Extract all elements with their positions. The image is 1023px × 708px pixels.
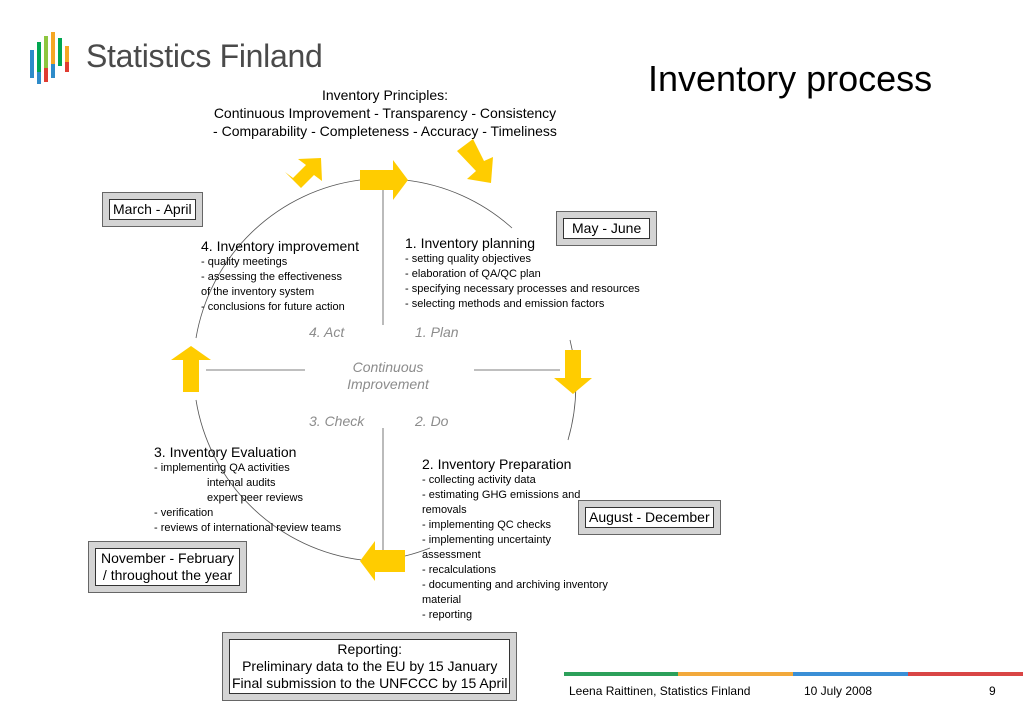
list-item: - recalculations (422, 564, 496, 576)
phase-improvement-list: - quality meetings - assessing the effec… (201, 255, 359, 315)
period-box-march-april: March - April (102, 192, 203, 227)
phase-planning: 1. Inventory planning - setting quality … (405, 235, 640, 312)
phase-planning-list: - setting quality objectives - elaborati… (405, 252, 640, 312)
footer-author: Leena Raittinen, Statistics Finland (569, 684, 751, 698)
reporting-heading: Reporting: (337, 641, 403, 657)
list-item: expert peer reviews (207, 492, 303, 504)
principles-heading: Inventory Principles: (321, 87, 449, 103)
principles-text: Inventory Principles: Continuous Improve… (190, 86, 580, 140)
arc-top-left (195, 179, 361, 339)
phase-evaluation: 3. Inventory Evaluation - implementing Q… (154, 444, 341, 536)
cycle-label-plan: 1. Plan (415, 324, 459, 340)
period-label-line-1: November - February (101, 550, 235, 566)
list-item: - verification (154, 507, 214, 519)
period-box-may-june: May - June (556, 211, 658, 246)
arrow-upper-left-diag-icon (285, 158, 322, 188)
list-item: - specifying necessary processes and res… (405, 283, 640, 295)
arc-bottom-right (404, 547, 431, 557)
phase-evaluation-list: - implementing QA activities internal au… (154, 461, 341, 536)
footer-bar-blue (793, 672, 908, 676)
principles-line-1: Continuous Improvement - Transparency - … (213, 105, 557, 121)
phase-evaluation-title: 3. Inventory Evaluation (154, 444, 297, 460)
list-item: - implementing uncertainty (422, 534, 552, 546)
footer-bar-orange (678, 672, 793, 676)
list-item: internal audits (207, 477, 276, 489)
arrow-down-right-icon (554, 350, 592, 394)
continuous-improvement-label: Continuous Improvement (330, 359, 446, 393)
list-item: removals (422, 504, 467, 516)
reporting-box: Reporting: Preliminary data to the EU by… (222, 632, 518, 701)
phase-preparation-title: 2. Inventory Preparation (422, 456, 572, 472)
arrow-bottom-left-icon (360, 541, 405, 581)
phase-planning-title: 1. Inventory planning (405, 235, 535, 251)
cycle-label-act: 4. Act (309, 324, 345, 340)
period-label-march-april: March - April (109, 199, 196, 220)
arrow-up-left-icon (171, 346, 211, 392)
list-item: of the inventory system (201, 286, 315, 298)
footer-bar-red (908, 672, 1023, 676)
statistics-finland-logo-icon (30, 32, 69, 84)
period-label-november-february: November - February / throughout the yea… (95, 548, 241, 586)
period-label-line-2: / throughout the year (102, 567, 233, 583)
footer-bar-green (564, 672, 678, 676)
footer-page-number: 9 (989, 684, 996, 698)
arc-bottom-left (195, 399, 363, 561)
list-item: - assessing the effectiveness (201, 271, 343, 283)
phase-preparation: 2. Inventory Preparation - collecting ac… (422, 456, 608, 623)
list-item: - reviews of international review teams (154, 522, 342, 534)
phase-preparation-list: - collecting activity data - estimating … (422, 473, 608, 623)
reporting-line-1: Preliminary data to the EU by 15 January (242, 658, 498, 674)
list-item: - conclusions for future action (201, 301, 345, 313)
footer-date: 10 July 2008 (804, 684, 873, 698)
list-item: - quality meetings (201, 256, 288, 268)
reporting-text: Reporting: Preliminary data to the EU by… (229, 639, 511, 694)
arrow-upper-right-diag-icon (457, 139, 493, 183)
center-label-line-1: Continuous (352, 359, 424, 375)
period-box-november-february: November - February / throughout the yea… (88, 541, 248, 593)
reporting-line-2: Final submission to the UNFCCC by 15 Apr… (232, 675, 508, 691)
phase-improvement: 4. Inventory improvement - quality meeti… (201, 238, 359, 315)
list-item: - implementing QC checks (422, 519, 551, 531)
list-item: - reporting (422, 609, 473, 621)
center-label-line-2: Improvement (347, 376, 429, 392)
list-item: material (422, 594, 462, 606)
list-item: - setting quality objectives (405, 253, 531, 265)
principles-line-2: - Comparability - Completeness - Accurac… (213, 123, 557, 139)
period-label-august-december: August - December (585, 507, 714, 528)
cycle-label-check: 3. Check (309, 413, 365, 429)
arc-top-right (404, 179, 513, 229)
list-item: - selecting methods and emission factors (405, 298, 605, 310)
arrow-top-right-icon (360, 160, 408, 200)
list-item: - estimating GHG emissions and (422, 489, 581, 501)
list-item: - documenting and archiving inventory (422, 579, 608, 591)
cycle-axes (206, 190, 560, 556)
list-item: - collecting activity data (422, 474, 536, 486)
slide-title: Inventory process (648, 58, 933, 99)
phase-improvement-title: 4. Inventory improvement (201, 238, 359, 254)
list-item: - implementing QA activities (154, 462, 290, 474)
cycle-label-do: 2. Do (415, 413, 449, 429)
list-item: - elaboration of QA/QC plan (405, 268, 541, 280)
period-box-august-december: August - December (578, 500, 721, 535)
list-item: assessment (422, 549, 481, 561)
logo-text: Statistics Finland (86, 38, 323, 74)
period-label-may-june: May - June (563, 218, 651, 239)
